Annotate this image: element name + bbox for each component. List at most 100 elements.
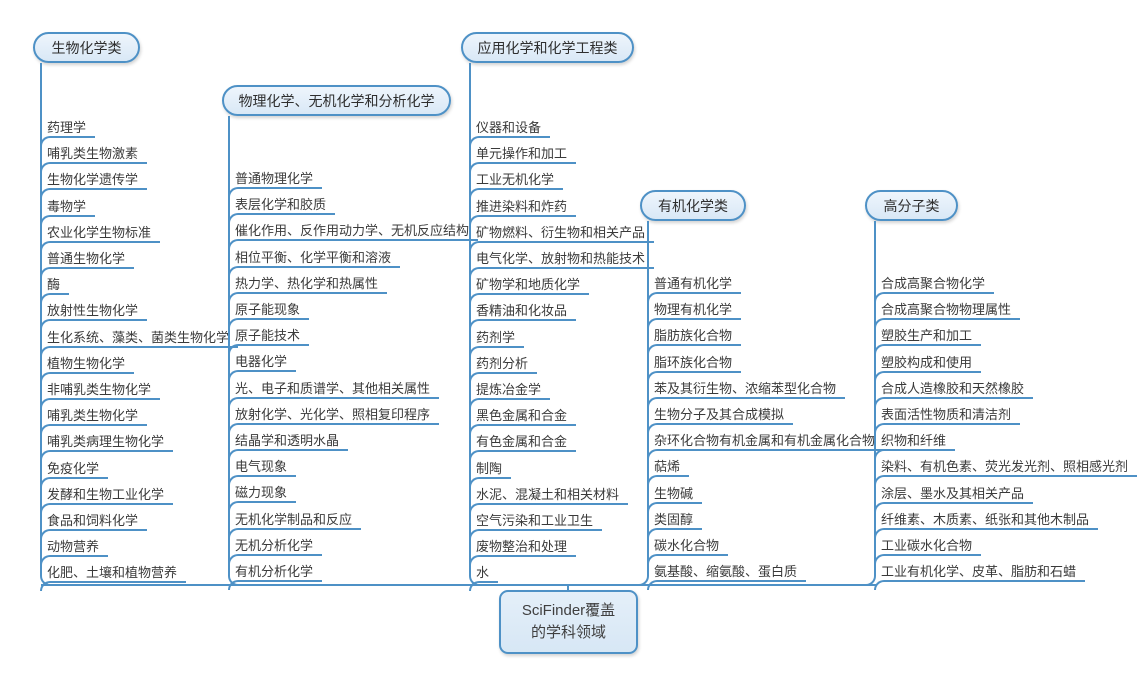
branch-item[interactable]: 有色金属和合金 xyxy=(469,434,577,460)
branch-item[interactable]: 织物和纤维 xyxy=(874,433,956,459)
branch-item[interactable]: 普通有机化学 xyxy=(647,276,742,302)
branch-item[interactable]: 电气化学、放射物和热能技术 xyxy=(469,251,655,277)
branch-item[interactable]: 相位平衡、化学平衡和溶液 xyxy=(228,250,401,276)
branch-item[interactable]: 香精油和化妆品 xyxy=(469,303,577,329)
branch-item[interactable]: 脂环族化合物 xyxy=(647,355,742,381)
branch-item[interactable]: 废物整治和处理 xyxy=(469,539,577,565)
branch-item[interactable]: 磁力现象 xyxy=(228,485,297,511)
branch-item[interactable]: 合成高聚合物物理属性 xyxy=(874,302,1021,328)
branch-item-label: 普通有机化学 xyxy=(654,276,733,291)
root-label-line2: 的学科领域 xyxy=(530,624,606,641)
branch-item[interactable]: 水 xyxy=(469,565,499,591)
branch-item[interactable]: 表层化学和胶质 xyxy=(228,197,336,223)
branch-item[interactable]: 氨基酸、缩氨酸、蛋白质 xyxy=(647,564,807,590)
branch-item[interactable]: 免疫化学 xyxy=(40,461,109,487)
branch-item[interactable]: 生物分子及其合成模拟 xyxy=(647,407,794,433)
branch-item[interactable]: 涂层、墨水及其相关产品 xyxy=(874,486,1034,512)
branch-item[interactable]: 纤维素、木质素、纸张和其他木制品 xyxy=(874,512,1099,538)
branch-item[interactable]: 原子能现象 xyxy=(228,302,310,328)
branch-item[interactable]: 食品和饲料化学 xyxy=(40,513,148,539)
item-underline xyxy=(874,528,1099,538)
branch-item[interactable]: 黑色金属和合金 xyxy=(469,408,577,434)
branch-item[interactable]: 脂肪族化合物 xyxy=(647,328,742,354)
branch-item[interactable]: 类固醇 xyxy=(647,512,703,538)
branch-item[interactable]: 染料、有机色素、荧光发光剂、照相感光剂 xyxy=(874,459,1138,485)
branch-item[interactable]: 哺乳类生物化学 xyxy=(40,408,148,434)
branch-item[interactable]: 发酵和生物工业化学 xyxy=(40,487,174,513)
branch-item[interactable]: 动物营养 xyxy=(40,539,109,565)
branch-item[interactable]: 矿物学和地质化学 xyxy=(469,277,590,303)
branch-item[interactable]: 物理有机化学 xyxy=(647,302,742,328)
branch-header[interactable]: 高分子类 xyxy=(865,190,958,221)
branch-item[interactable]: 推进染料和炸药 xyxy=(469,199,577,225)
branch-item[interactable]: 哺乳类病理生物化学 xyxy=(40,434,174,460)
branch-header[interactable]: 生物化学类 xyxy=(33,32,140,63)
branch-item[interactable]: 提炼冶金学 xyxy=(469,382,551,408)
branch-header[interactable]: 物理化学、无机化学和分析化学 xyxy=(222,85,451,116)
branch-item[interactable]: 工业碳水化合物 xyxy=(874,538,982,564)
branch-item-label: 塑胶生产和加工 xyxy=(881,328,973,343)
branch-item[interactable]: 放射性生物化学 xyxy=(40,303,148,329)
branch-item[interactable]: 电器化学 xyxy=(228,354,297,380)
branch-item[interactable]: 仪器和设备 xyxy=(469,120,551,146)
branch-header[interactable]: 有机化学类 xyxy=(640,190,746,221)
branch-item[interactable]: 无机化学制品和反应 xyxy=(228,512,362,538)
branch-item[interactable]: 药剂学 xyxy=(469,330,525,356)
branch-item[interactable]: 生化系统、藻类、菌类生物化学 xyxy=(40,330,239,356)
item-underline xyxy=(40,267,135,277)
branch-item-label: 结晶学和透明水晶 xyxy=(235,433,340,448)
branch-item[interactable]: 无机分析化学 xyxy=(228,538,323,564)
center-connector-line xyxy=(41,584,876,586)
branch-item[interactable]: 工业无机化学 xyxy=(469,172,564,198)
branch-item[interactable]: 空气污染和工业卫生 xyxy=(469,513,603,539)
branch-item[interactable]: 塑胶构成和使用 xyxy=(874,355,982,381)
branch-item[interactable]: 非哺乳类生物化学 xyxy=(40,382,161,408)
branch-header[interactable]: 应用化学和化学工程类 xyxy=(461,32,634,63)
branch-item[interactable]: 合成高聚合物化学 xyxy=(874,276,995,302)
branch-item-label: 推进染料和炸药 xyxy=(476,199,568,214)
item-underline xyxy=(40,424,148,434)
branch-item[interactable]: 催化作用、反作用动力学、无机反应结构 xyxy=(228,223,479,249)
branch-item[interactable]: 电气现象 xyxy=(228,459,297,485)
branch-item[interactable]: 表面活性物质和清洁剂 xyxy=(874,407,1021,433)
branch-item-label: 药剂分析 xyxy=(476,356,529,371)
branch-item[interactable]: 农业化学生物标准 xyxy=(40,225,161,251)
branch-item[interactable]: 热力学、热化学和热属性 xyxy=(228,276,388,302)
branch-item[interactable]: 植物生物化学 xyxy=(40,356,135,382)
branch-item-label: 制陶 xyxy=(476,461,503,476)
item-underline xyxy=(469,529,603,539)
mindmap-root-node[interactable]: SciFinder覆盖 的学科领域 xyxy=(499,590,638,654)
branch-item-label: 光、电子和质谱学、其他相关属性 xyxy=(235,381,431,396)
branch-item-label: 染料、有机色素、荧光发光剂、照相感光剂 xyxy=(881,459,1129,474)
branch-item[interactable]: 酶 xyxy=(40,277,70,303)
branch-item[interactable]: 单元操作和加工 xyxy=(469,146,577,172)
branch-item[interactable]: 普通生物化学 xyxy=(40,251,135,277)
branch-item[interactable]: 原子能技术 xyxy=(228,328,310,354)
branch-item[interactable]: 结晶学和透明水晶 xyxy=(228,433,349,459)
branch-item[interactable]: 矿物燃料、衍生物和相关产品 xyxy=(469,225,655,251)
branch-item-label: 苯及其衍生物、浓缩苯型化合物 xyxy=(654,381,837,396)
branch-item[interactable]: 塑胶生产和加工 xyxy=(874,328,982,354)
branch-item[interactable]: 生物化学遗传学 xyxy=(40,172,148,198)
branch-item[interactable]: 光、电子和质谱学、其他相关属性 xyxy=(228,381,440,407)
branch-item[interactable]: 杂环化合物有机金属和有机金属化合物 xyxy=(647,433,885,459)
branch-item[interactable]: 化肥、土壤和植物营养 xyxy=(40,565,187,591)
branch-item[interactable]: 生物碱 xyxy=(647,486,703,512)
branch-item[interactable]: 碳水化合物 xyxy=(647,538,729,564)
branch-item[interactable]: 制陶 xyxy=(469,461,512,487)
branch-item[interactable]: 药理学 xyxy=(40,120,96,146)
branch-item-label: 单元操作和加工 xyxy=(476,146,568,161)
item-underline xyxy=(228,449,349,459)
branch-item[interactable]: 水泥、混凝土和相关材料 xyxy=(469,487,629,513)
branch-item[interactable]: 普通物理化学 xyxy=(228,171,323,197)
branch-item[interactable]: 工业有机化学、皮革、脂肪和石蜡 xyxy=(874,564,1086,590)
branch-item[interactable]: 苯及其衍生物、浓缩苯型化合物 xyxy=(647,381,846,407)
branch-item[interactable]: 放射化学、光化学、照相复印程序 xyxy=(228,407,440,433)
branch-item[interactable]: 毒物学 xyxy=(40,199,96,225)
branch-item[interactable]: 合成人造橡胶和天然橡胶 xyxy=(874,381,1034,407)
branch-item[interactable]: 有机分析化学 xyxy=(228,564,323,590)
item-underline xyxy=(469,346,525,356)
branch-item[interactable]: 药剂分析 xyxy=(469,356,538,382)
branch-item[interactable]: 萜烯 xyxy=(647,459,690,485)
branch-item[interactable]: 哺乳类生物激素 xyxy=(40,146,148,172)
